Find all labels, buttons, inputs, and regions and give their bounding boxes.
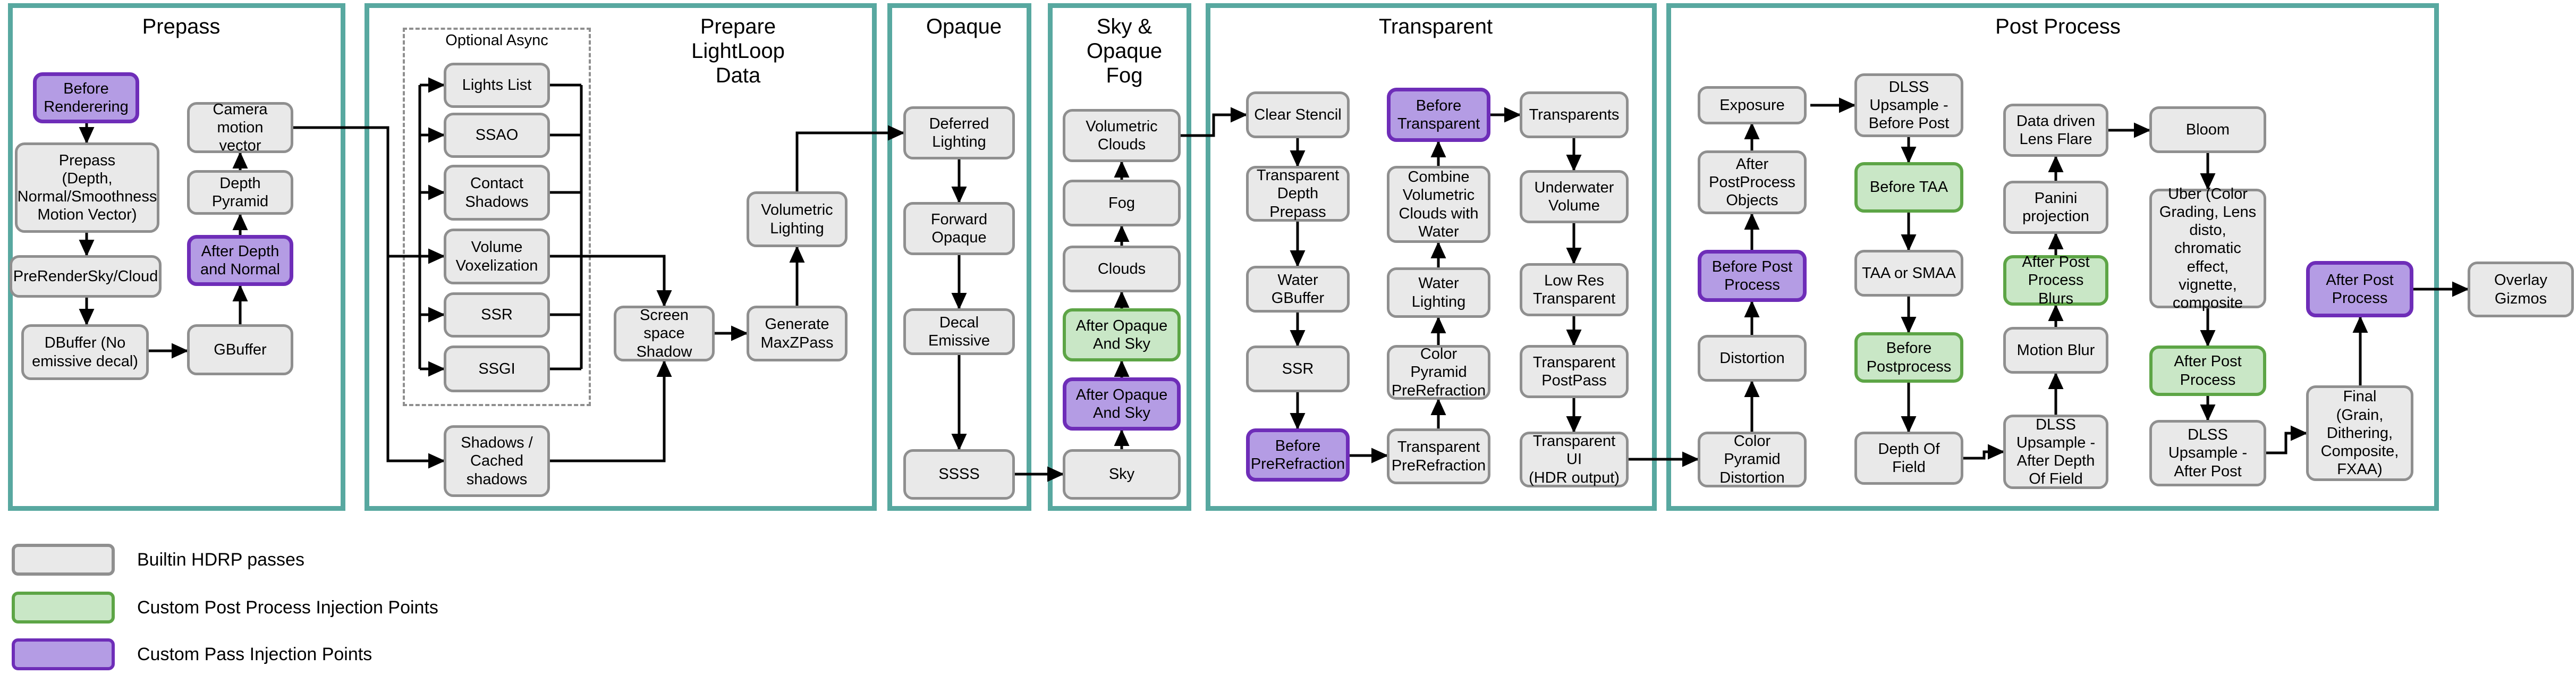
deferred-lighting-node: Deferred Lighting <box>903 106 1015 159</box>
dlss-upsample-before-post-node: DLSS Upsample - Before Post <box>1854 73 1963 137</box>
legend-swatch-custom-post-process <box>12 592 115 624</box>
prepass-main-node: Prepass (Depth, Normal/Smoothness Motion… <box>15 142 159 233</box>
flow-edge <box>293 126 445 469</box>
transparent-prerefraction-node: Transparent PreRefraction <box>1387 428 1490 484</box>
volumetric-clouds-node: Volumetric Clouds <box>1063 109 1181 162</box>
legend-label-builtin: Builtin HDRP passes <box>137 549 304 570</box>
transparents-node: Transparents <box>1520 91 1629 138</box>
transparent-depth-prepass-node: Transparent Depth Prepass <box>1246 166 1350 222</box>
combine-volumetric-clouds-water-node: Combine Volumetric Clouds with Water <box>1387 166 1490 243</box>
section-title-prepass: Prepass <box>142 15 221 38</box>
before-prerefraction-node: Before PreRefraction <box>1246 428 1350 482</box>
water-lighting-node: Water Lighting <box>1387 267 1490 318</box>
section-sky-opaque-fog: Sky & Opaque Fog <box>1048 3 1191 511</box>
decal-emissive-node: Decal Emissive <box>903 308 1015 355</box>
after-postprocess-objects-node: After PostProcess Objects <box>1698 150 1807 214</box>
uber-node: Uber (Color Grading, Lens disto, chromat… <box>2149 186 2266 311</box>
exposure-node: Exposure <box>1698 86 1807 124</box>
before-taa-node: Before TAA <box>1854 162 1963 213</box>
optional-async-group <box>403 28 591 406</box>
legend-swatch-custom-pass <box>12 638 115 670</box>
section-post-process: Post Process <box>1666 3 2439 511</box>
distortion-node: Distortion <box>1698 335 1807 382</box>
shadows-cached-shadows-node: Shadows / Cached shadows <box>444 425 550 497</box>
ssgi-node: SSGI <box>444 346 550 392</box>
sky-node: Sky <box>1063 449 1181 500</box>
after-opaque-and-sky-pass-node: After Opaque And Sky <box>1063 377 1181 431</box>
generate-maxzpass-node: Generate MaxZPass <box>747 306 848 361</box>
taa-or-smaa-node: TAA or SMAA <box>1854 250 1963 297</box>
volume-voxelization-node: Volume Voxelization <box>444 229 550 284</box>
legend-row-custom-post-process: Custom Post Process Injection Points <box>12 591 438 624</box>
screen-space-shadow-node: Screen space Shadow <box>614 306 715 361</box>
after-depth-and-normal-node: After Depth and Normal <box>187 235 293 286</box>
gbuffer-node: GBuffer <box>187 324 293 375</box>
before-rendering-node: Before Renderering <box>33 72 139 123</box>
section-title-sky-opaque-fog: Sky & Opaque Fog <box>1086 15 1163 87</box>
flow-edge <box>795 125 905 191</box>
legend-row-custom-pass: Custom Pass Injection Points <box>12 638 372 671</box>
section-title-transparent: Transparent <box>1378 15 1493 38</box>
prerender-sky-cloud-node: PreRenderSky/Cloud <box>10 255 162 298</box>
depth-pyramid-node: Depth Pyramid <box>187 170 293 215</box>
after-post-process-pass-node: After Post Process <box>2306 261 2413 317</box>
flow-edge <box>581 255 672 307</box>
flow-edge <box>2266 425 2308 454</box>
camera-motion-vector-node: Camera motion vector <box>187 101 293 154</box>
section-title-opaque: Opaque <box>926 15 1002 38</box>
section-title-lightloop: Prepare LightLoop Data <box>691 15 785 87</box>
motion-blur-node: Motion Blur <box>2003 327 2108 374</box>
section-transparent: Transparent <box>1206 3 1657 511</box>
transparent-ui-node: Transparent UI (HDR output) <box>1520 432 1629 487</box>
fog-node: Fog <box>1063 180 1181 226</box>
section-lightloop: Prepare LightLoop Data <box>365 3 877 511</box>
flow-edge <box>1963 444 2005 460</box>
final-pass-node: Final (Grain, Dithering, Composite, FXAA… <box>2306 385 2413 481</box>
low-res-transparent-node: Low Res Transparent <box>1520 263 1629 316</box>
clouds-node: Clouds <box>1063 246 1181 292</box>
contact-shadows-node: Contact Shadows <box>444 165 550 221</box>
volumetric-lighting-node: Volumetric Lighting <box>747 191 848 247</box>
flow-edge <box>550 360 672 462</box>
flow-edge <box>1181 107 1248 137</box>
dlss-upsample-after-post-node: DLSS Upsample - After Post <box>2149 420 2266 486</box>
dlss-upsample-after-depth-of-field-node: DLSS Upsample - After Depth Of Field <box>2003 415 2108 489</box>
before-postprocess-node: Before Postprocess <box>1854 332 1963 383</box>
legend-swatch-builtin <box>12 544 115 576</box>
bloom-node: Bloom <box>2149 106 2266 153</box>
optional-async-label: Optional Async <box>445 32 548 49</box>
ssao-node: SSAO <box>444 113 550 158</box>
overlay-gizmos-node: Overlay Gizmos <box>2468 262 2574 317</box>
underwater-volume-node: Underwater Volume <box>1520 170 1629 223</box>
section-prepass: Prepass <box>8 3 345 511</box>
lights-list-node: Lights List <box>444 63 550 108</box>
forward-opaque-node: Forward Opaque <box>903 202 1015 255</box>
after-opaque-and-sky-pp-node: After Opaque And Sky <box>1063 308 1181 361</box>
color-pyramid-prerefraction-node: Color Pyramid PreRefraction <box>1387 345 1490 400</box>
data-driven-lens-flare-node: Data driven Lens Flare <box>2003 104 2108 157</box>
clear-stencil-node: Clear Stencil <box>1246 91 1350 138</box>
water-gbuffer-node: Water GBuffer <box>1246 266 1350 313</box>
legend-label-custom-pass: Custom Pass Injection Points <box>137 644 372 664</box>
dbuffer-node: DBuffer (No emissive decal) <box>21 324 149 380</box>
color-pyramid-distortion-node: Color Pyramid Distortion <box>1698 432 1807 487</box>
after-post-process-blurs-node: After Post Process Blurs <box>2003 254 2108 307</box>
panini-projection-node: Panini projection <box>2003 181 2108 234</box>
before-transparent-node: Before Transparent <box>1387 88 1490 142</box>
depth-of-field-node: Depth Of Field <box>1854 432 1963 485</box>
transparent-postpass-node: Transparent PostPass <box>1520 345 1629 398</box>
after-post-process-pp-node: After Post Process <box>2149 346 2266 396</box>
section-opaque: Opaque <box>887 3 1031 511</box>
ssr-async-node: SSR <box>444 292 550 338</box>
ssss-node: SSSS <box>903 449 1015 500</box>
legend-label-custom-post-process: Custom Post Process Injection Points <box>137 597 438 618</box>
before-post-process-node: Before Post Process <box>1698 250 1807 302</box>
section-title-post-process: Post Process <box>1995 15 2121 38</box>
ssr-transparent-node: SSR <box>1246 346 1350 392</box>
legend-row-builtin: Builtin HDRP passes <box>12 543 304 576</box>
